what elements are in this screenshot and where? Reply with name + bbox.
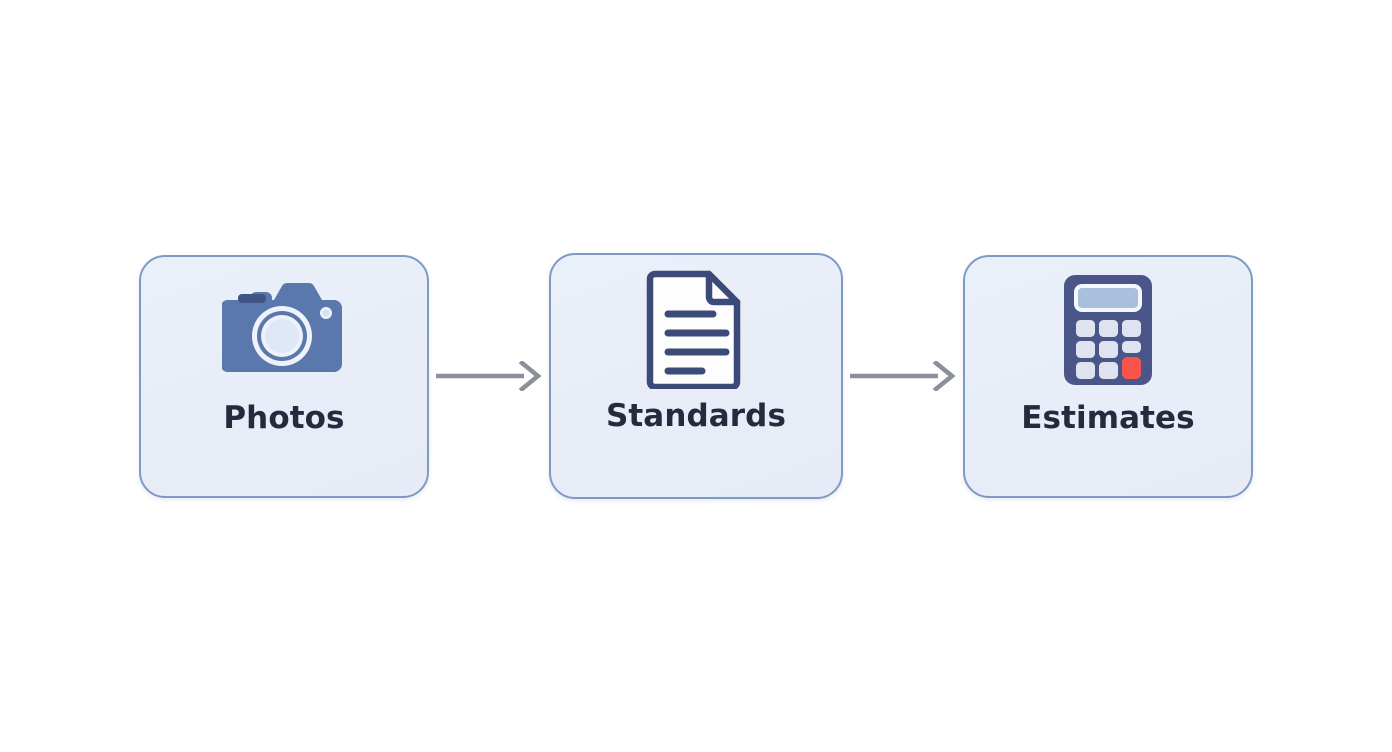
flow-step-label: Photos xyxy=(223,399,345,436)
flow-step-label: Standards xyxy=(605,398,787,434)
connector-arrow-2 xyxy=(843,356,963,396)
document-icon xyxy=(644,267,748,393)
flow-step-standards[interactable]: Standards xyxy=(549,253,843,499)
camera-icon xyxy=(220,278,346,386)
flow-step-estimates[interactable]: Estimates xyxy=(963,254,1253,498)
calculator-icon xyxy=(1060,271,1156,393)
flow-step-photos[interactable]: Photos xyxy=(139,254,429,498)
camera-icon-wrap xyxy=(141,257,427,407)
document-icon-wrap xyxy=(551,255,841,405)
connector-arrow-1 xyxy=(429,356,549,396)
calculator-icon-wrap xyxy=(965,257,1251,407)
flow-step-label: Estimates xyxy=(1021,399,1195,436)
